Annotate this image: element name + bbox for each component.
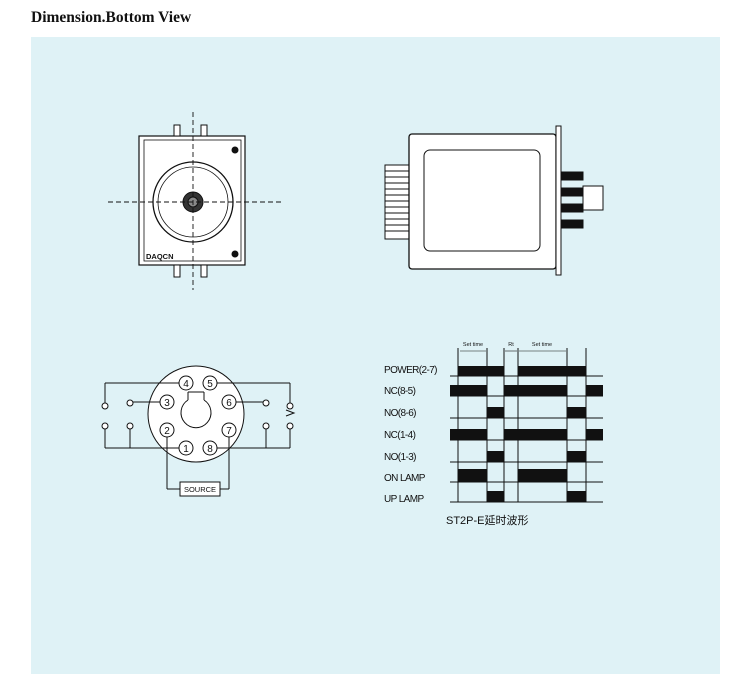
timing-signal-labels: POWER(2-7) NC(8-5) NO(8-6) NC(1-4) NO(1-… (384, 365, 438, 505)
pin-label-7: 7 (226, 426, 232, 437)
pin-label-8: 8 (207, 444, 213, 455)
signal-label-no-1-3: NO(1-3) (384, 452, 416, 463)
pin-labels: 4 5 3 6 2 7 1 8 (164, 379, 232, 455)
signal-label-up-lamp: UP LAMP (384, 494, 424, 505)
timing-pulses (450, 366, 603, 502)
timing-header-labels: Set time Rt Set time (463, 342, 552, 348)
pin-label-1: 1 (183, 444, 189, 455)
relay-side-view (384, 125, 604, 276)
header-label-set-time-1: Set time (463, 342, 483, 348)
page-title: Dimension.Bottom View (31, 9, 192, 26)
header-label-set-time-2: Set time (532, 342, 552, 348)
pin-label-5: 5 (207, 379, 213, 390)
timing-caption: ST2P-E延时波形 (446, 514, 529, 527)
signal-label-nc-8-5: NC(8-5) (384, 386, 416, 397)
wiring-diagram (101, 365, 296, 497)
relay-front-view (108, 112, 284, 290)
header-label-rt: Rt (508, 342, 514, 348)
source-label: SOURCE (184, 485, 216, 494)
pin-label-3: 3 (164, 398, 170, 409)
pin-label-2: 2 (164, 426, 170, 437)
brand-label: DAQCN (146, 252, 174, 261)
pin-label-6: 6 (226, 398, 232, 409)
signal-label-power: POWER(2-7) (384, 365, 437, 376)
signal-label-no-8-6: NO(8-6) (384, 408, 416, 419)
signal-label-on-lamp: ON LAMP (384, 473, 426, 484)
pin-label-4: 4 (183, 379, 189, 390)
signal-label-nc-1-4: NC(1-4) (384, 430, 416, 441)
